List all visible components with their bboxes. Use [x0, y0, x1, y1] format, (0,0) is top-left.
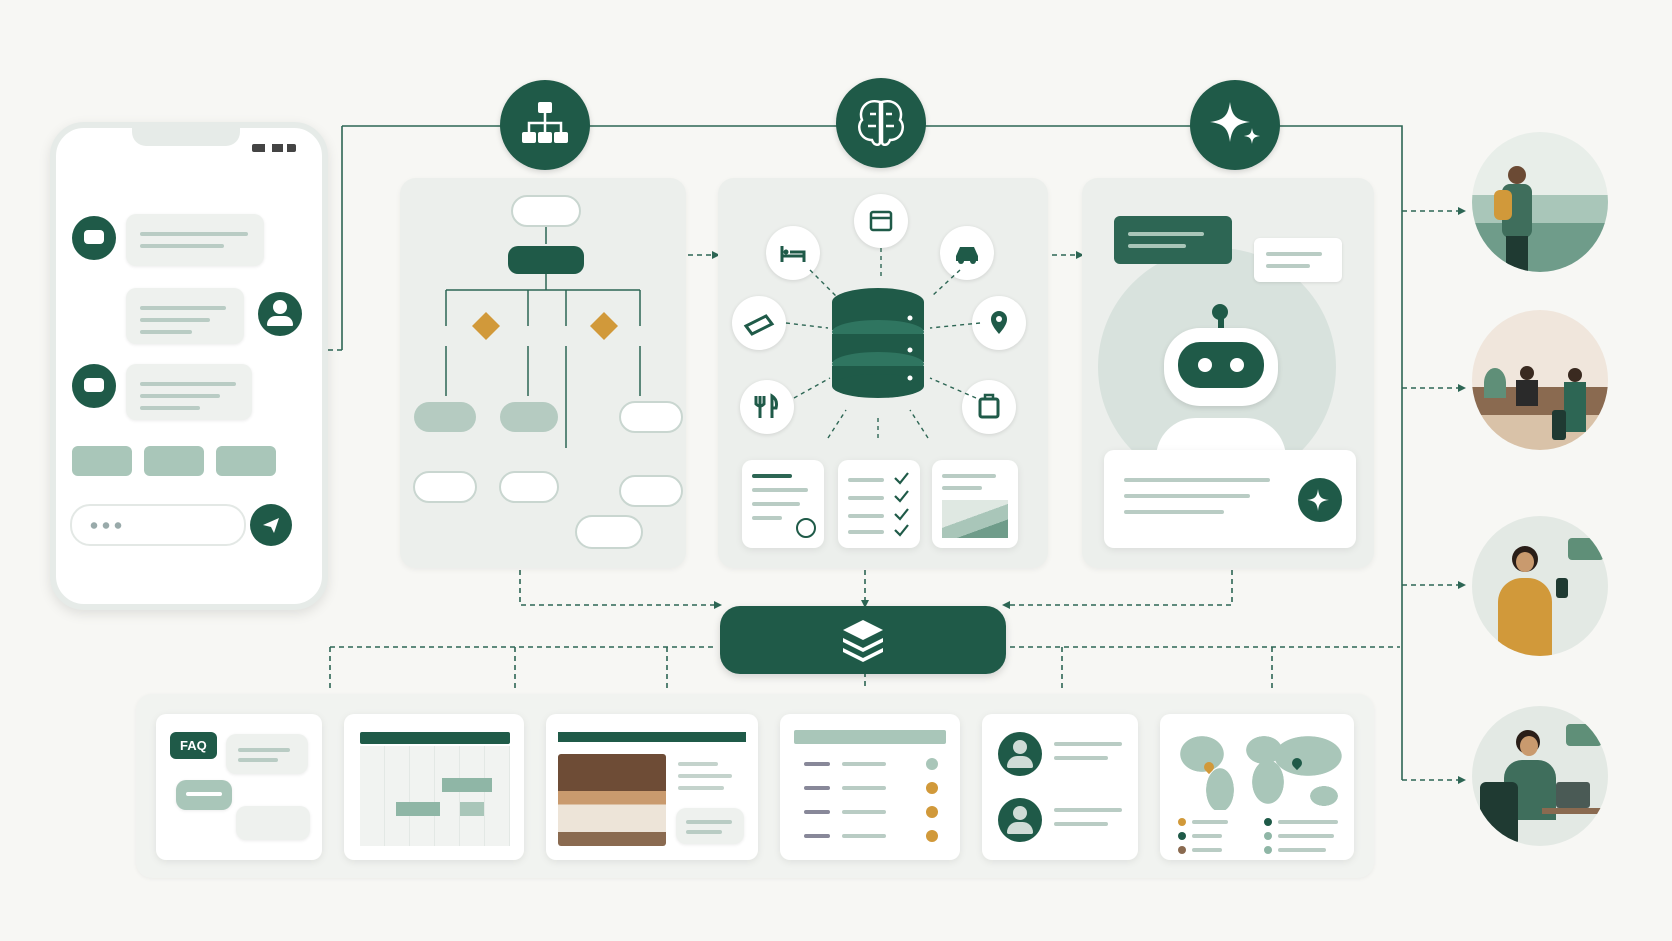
restaurant-icon: [740, 380, 794, 434]
flowchart: [413, 195, 683, 549]
contact-avatar-2: [998, 798, 1042, 842]
send-button[interactable]: [250, 504, 292, 546]
schedule-card[interactable]: [344, 714, 524, 860]
flow-node-f: [619, 475, 683, 507]
woman-with-phone: [1472, 516, 1608, 656]
brain-icon: [858, 99, 904, 146]
contacts-card[interactable]: [982, 714, 1138, 860]
flow-to-hub: [519, 570, 714, 606]
booking-list-card[interactable]: [780, 714, 960, 860]
faq-label: FAQ: [180, 738, 207, 753]
message-input[interactable]: [70, 504, 246, 546]
flow-node-b: [500, 402, 558, 432]
room-details: [676, 808, 744, 844]
robot-mascot: [1156, 304, 1286, 420]
bot-avatar-2: [72, 364, 116, 408]
man-with-laptop: [1472, 706, 1608, 846]
schedule-block-2: [396, 802, 440, 816]
knowledge-base-panel: [718, 178, 1048, 568]
phone-notch: [132, 126, 240, 146]
schedule-header: [360, 732, 510, 744]
flow-start-node: [511, 195, 581, 227]
landscape-image: [942, 500, 1008, 538]
integration-hub[interactable]: [720, 606, 1006, 674]
traveler-with-phone: [1472, 132, 1608, 272]
bot-speech-bubble: [1114, 216, 1232, 264]
chat-bubble-icon: [1566, 724, 1602, 746]
sitemap-icon: [522, 102, 568, 143]
car-icon: [940, 226, 994, 280]
flow-node-c: [619, 401, 683, 433]
sparkle-icon: [1307, 489, 1329, 511]
ai-top-icon: [836, 78, 926, 168]
bot-message-2: [126, 364, 252, 420]
hotel-check-in: [1472, 310, 1608, 450]
flow-node-d: [413, 471, 477, 503]
quick-reply-3[interactable]: [216, 446, 276, 476]
quick-reply-1[interactable]: [72, 446, 132, 476]
top-bus-line: [342, 125, 1403, 780]
bot-to-hub: [1010, 570, 1233, 606]
faq-badge: FAQ: [170, 732, 217, 759]
phone-mockup: [50, 122, 328, 610]
hotel-room-card[interactable]: [546, 714, 758, 860]
schedule-block-1: [442, 778, 492, 792]
document-card: [742, 460, 824, 548]
flow-process-node: [508, 246, 584, 274]
world-map: [1172, 726, 1342, 810]
chat-bubble-icon: [1568, 538, 1604, 560]
flow-node-e: [499, 471, 559, 503]
workflow-top-icon: [500, 80, 590, 170]
list-header: [794, 730, 946, 744]
response-card: [1104, 450, 1356, 548]
generate-button[interactable]: [1298, 478, 1342, 522]
sparkle-icon: [1210, 102, 1260, 144]
bot-message-1: [126, 214, 264, 266]
generation-top-icon: [1190, 80, 1280, 170]
quick-reply-2[interactable]: [144, 446, 204, 476]
flow-decision-2: [590, 312, 618, 340]
phone-status-icons: [252, 144, 296, 152]
room-card-header: [558, 732, 746, 742]
bot-avatar: [72, 216, 116, 260]
typing-dots: [90, 522, 126, 529]
location-pin-icon: [972, 296, 1026, 350]
contact-avatar-1: [998, 732, 1042, 776]
user-avatar: [258, 292, 302, 336]
layers-icon: [843, 620, 883, 662]
database-icon: [832, 288, 924, 398]
hub-dashed-links: [785, 248, 981, 439]
calendar-icon: [854, 194, 908, 248]
luggage-icon: [962, 380, 1016, 434]
image-card: [932, 460, 1018, 548]
faq-bubble-2: [176, 780, 232, 810]
send-icon: [263, 518, 279, 533]
check-circle-icon: [796, 518, 816, 538]
faq-card[interactable]: FAQ: [156, 714, 322, 860]
hotel-room-image: [558, 754, 666, 846]
flow-node-a: [414, 402, 476, 432]
list-rows: [794, 754, 946, 850]
checklist-card: [838, 460, 920, 548]
chatbot-panel: [1082, 178, 1374, 568]
flow-decision-1: [472, 312, 500, 340]
ticket-icon: [732, 296, 786, 350]
schedule-block-3: [460, 802, 484, 816]
workflow-panel: [400, 178, 686, 568]
user-message: [126, 288, 244, 344]
flow-node-g: [575, 515, 643, 549]
faq-bubble-3: [236, 806, 310, 840]
checkmark-icon: [894, 472, 909, 537]
world-map-card[interactable]: [1160, 714, 1354, 860]
faq-bubble-1: [226, 734, 308, 774]
user-speech-bubble: [1254, 238, 1342, 282]
schedule-grid: [360, 746, 510, 846]
